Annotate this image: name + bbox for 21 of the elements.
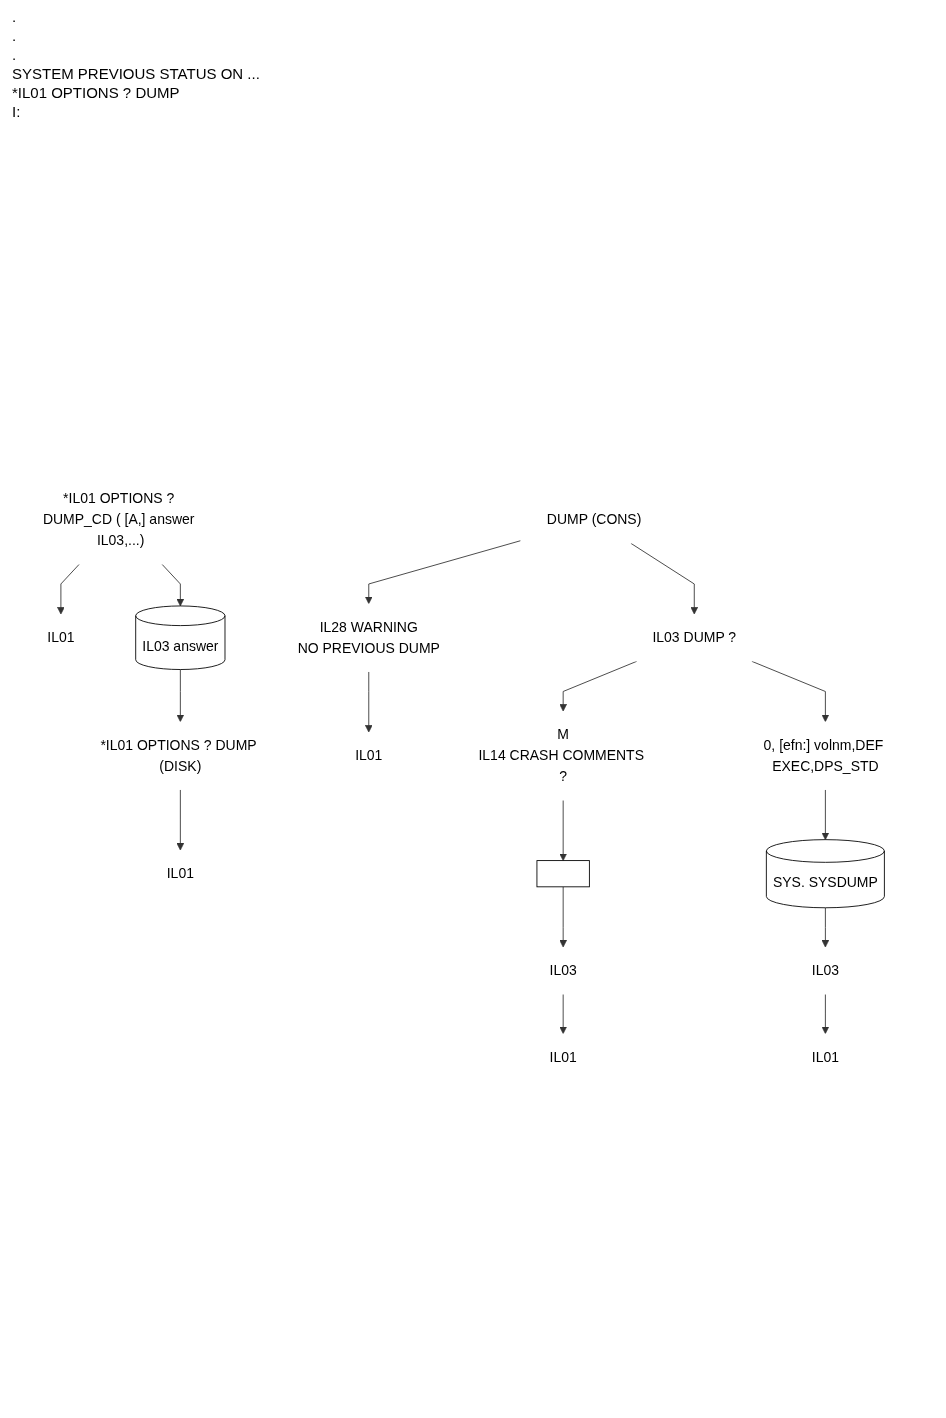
note-text: *IL01 OPTIONS ? DUMP [12,84,181,101]
node-text: IL03 DUMP ? [652,629,737,645]
node-text: IL03 [549,962,577,978]
node-text: DUMP (CONS) [546,511,642,527]
node-text: IL01 [166,865,194,881]
node-text: IL01 [47,629,75,645]
node-text: IL01 [549,1049,577,1065]
note-text: I: [12,103,22,120]
node-text: M IL14 CRASH COMMENTS ? [478,726,644,784]
node-text: 0, [efn:] volnm,DEF EXEC,DPS_STD [763,737,884,774]
node-box [536,860,590,888]
node-text: IL01 [355,747,383,763]
note-text: . [12,46,18,63]
node-text: IL03 [811,962,839,978]
node-text: IL28 WARNING NO PREVIOUS DUMP [297,619,440,656]
node-text: *IL01 OPTIONS ? DUMP (DISK) [100,737,257,774]
note-text: SYSTEM PREVIOUS STATUS ON ... [12,65,261,82]
note-text: . [12,27,18,44]
note-text: . [12,8,18,25]
node-text: *IL01 OPTIONS ? DUMP_CD ( [A,] answer IL03,...) [42,490,195,548]
node-text: IL01 [811,1049,839,1065]
